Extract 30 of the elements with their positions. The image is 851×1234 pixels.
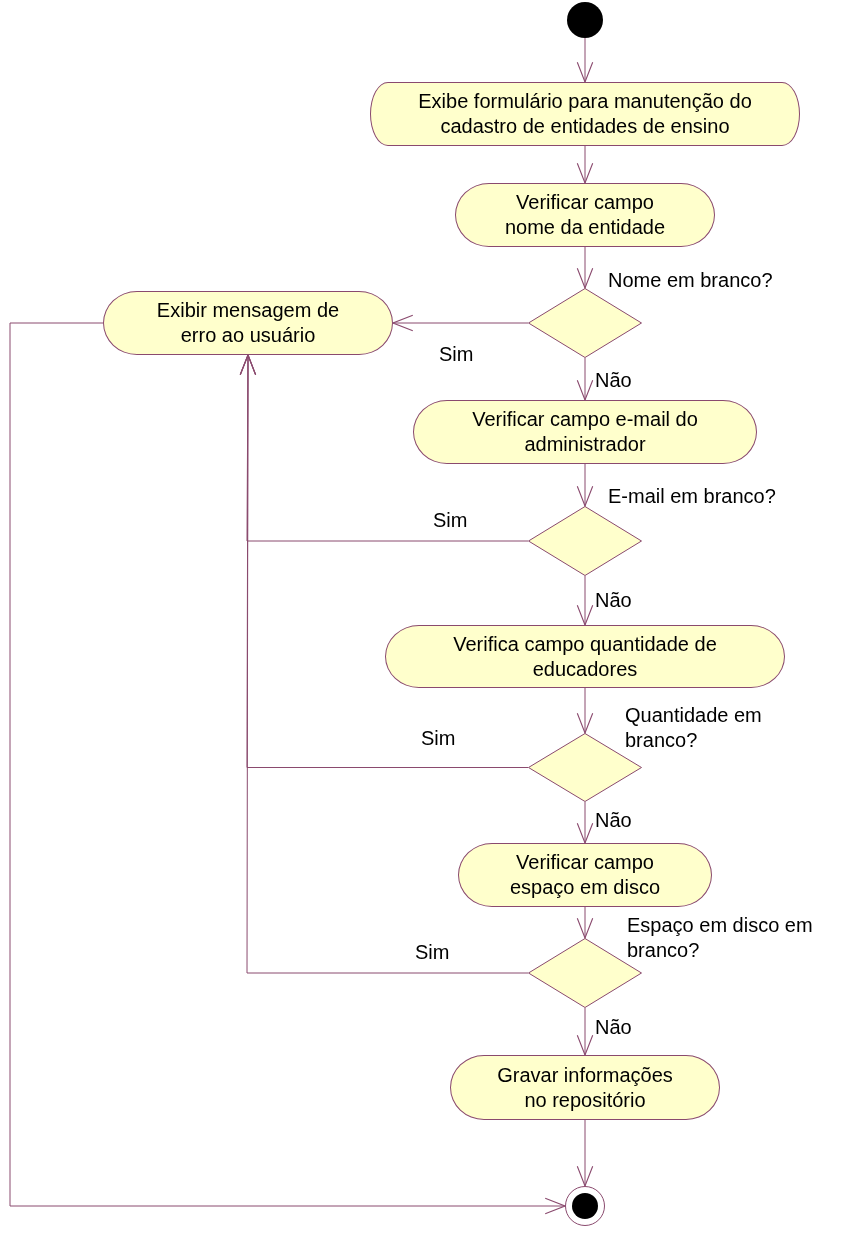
activity-label: Verifica campo quantidade de educadores bbox=[452, 631, 718, 682]
start-dot bbox=[567, 2, 603, 38]
flow-arrow bbox=[576, 357, 594, 401]
flow-arrow bbox=[9, 322, 566, 1215]
flow-arrow bbox=[576, 906, 594, 939]
activity-label: Verificar campo e-mail do administrador bbox=[471, 407, 699, 457]
activity-label: Gravar informações no repositório bbox=[496, 1062, 674, 1113]
end-bullseye bbox=[565, 1186, 605, 1226]
decision-diamond bbox=[528, 506, 642, 576]
flow-arrow bbox=[576, 1007, 594, 1056]
activity-label: Exibir mensagem de erro ao usuário bbox=[155, 298, 341, 348]
flow-arrow bbox=[392, 314, 529, 332]
flow-arrow bbox=[576, 246, 594, 289]
flow-arrow bbox=[576, 1119, 594, 1187]
flow-arrow bbox=[576, 575, 594, 626]
activity-box bbox=[370, 82, 800, 146]
flow-arrow bbox=[239, 354, 529, 974]
activity-label: Verificar campo espaço em disco bbox=[508, 850, 662, 900]
activity-label: Exibe formulário para manutenção do cadastro de entidades de ensino bbox=[417, 89, 753, 139]
guard-condition: Quantidade em branco? bbox=[625, 703, 763, 753]
decision-diamond bbox=[528, 288, 642, 358]
flow-arrow bbox=[576, 687, 594, 734]
flow-arrow bbox=[576, 145, 594, 184]
guard-condition: Nome em branco? bbox=[608, 268, 774, 293]
activity-label: Verificar campo nome da entidade bbox=[503, 190, 667, 240]
guard-condition: E-mail em branco? bbox=[608, 484, 777, 509]
flow-arrow bbox=[576, 37, 594, 83]
flow-arrow bbox=[576, 463, 594, 507]
guard-condition: Espaço em disco em branco? bbox=[627, 913, 814, 963]
flow-arrow bbox=[576, 801, 594, 844]
